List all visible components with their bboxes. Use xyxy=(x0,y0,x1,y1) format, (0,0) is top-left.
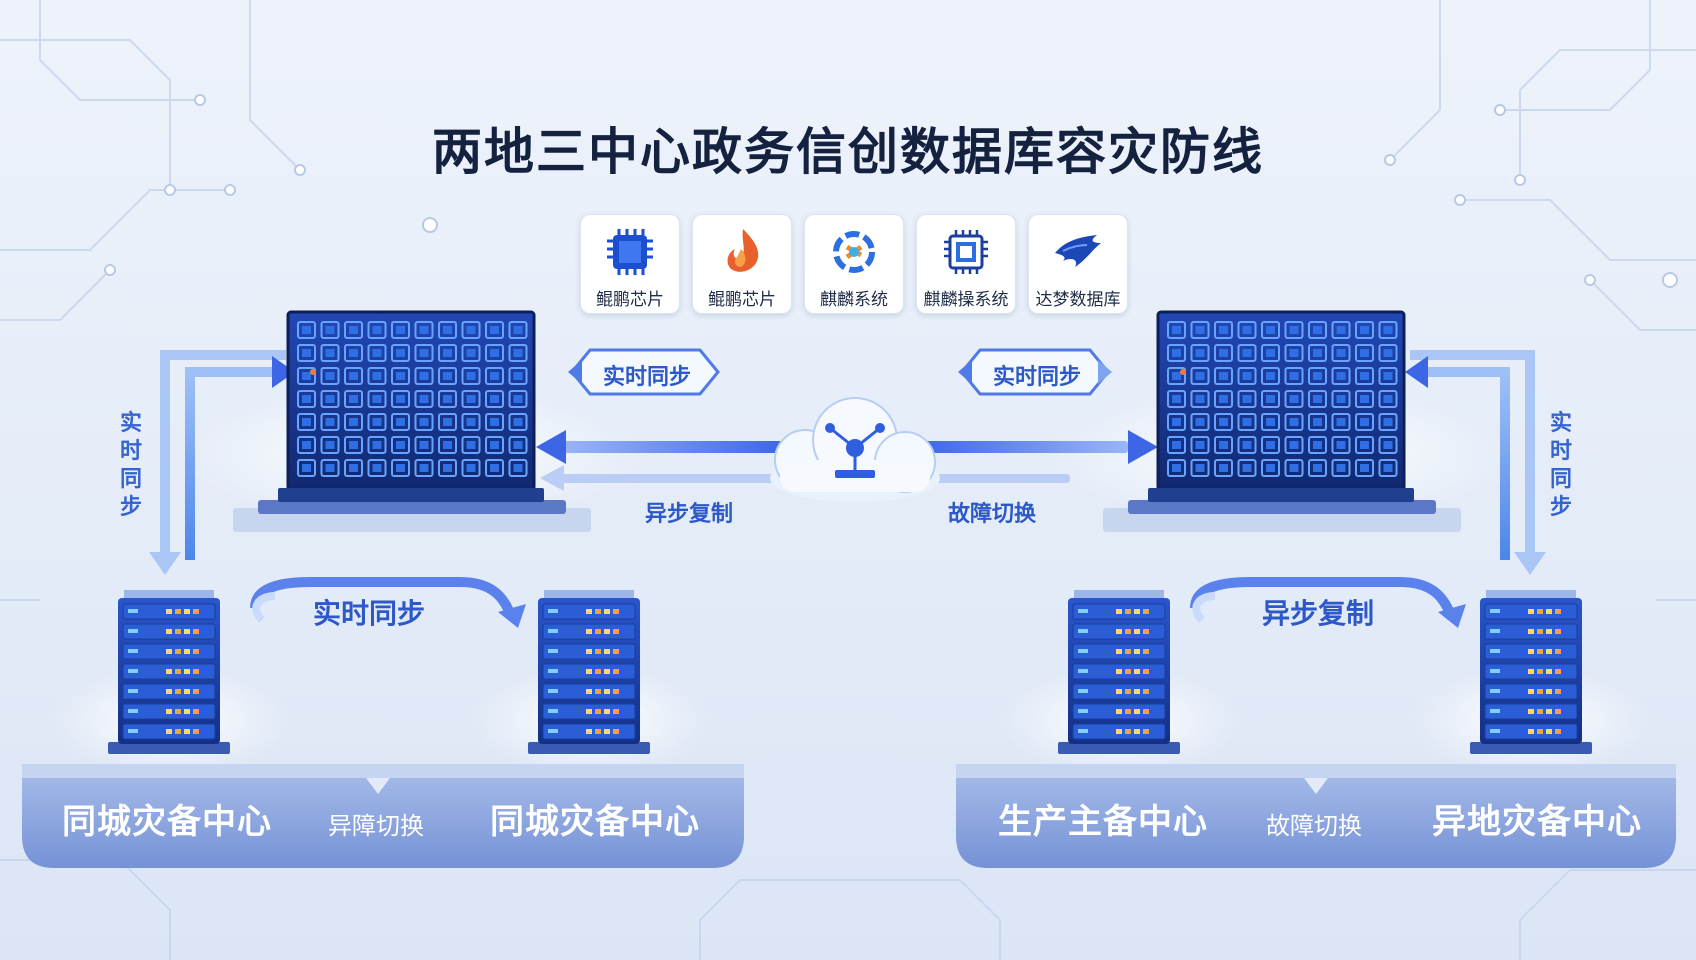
async-copy-label: 异步复制 xyxy=(645,502,734,527)
tech-card-kylin-os: 麒麟操系统 xyxy=(916,214,1016,314)
tech-card-label: 鲲鹏芯片 xyxy=(596,290,664,310)
bottom-left-sync-arrow xyxy=(250,577,526,628)
bottom-right-async-label: 异步复制 xyxy=(1262,597,1375,630)
right-vertical-arrows xyxy=(1405,350,1546,575)
site-mid-label-left: 异障切换 xyxy=(328,812,424,840)
cloud-hub-icon xyxy=(770,397,940,502)
failover-arrow xyxy=(540,465,1070,491)
main-server-right xyxy=(1103,310,1461,532)
main-server-left xyxy=(233,310,591,532)
tech-card-kunpeng-chip-2: 鲲鹏芯片 xyxy=(692,214,792,314)
tech-card-kunpeng-chip: 鲲鹏芯片 xyxy=(580,214,680,314)
flame-icon xyxy=(727,229,759,272)
tech-card-dameng-db: 达梦数据库 xyxy=(1028,214,1128,314)
chip-icon xyxy=(607,229,653,275)
rack-remote xyxy=(1470,590,1592,754)
right-vertical-sync-label: 实时同步 xyxy=(1549,411,1572,520)
tech-card-label: 达梦数据库 xyxy=(1035,290,1121,310)
left-vertical-arrows xyxy=(149,350,295,575)
rack-same-city-b xyxy=(528,590,650,754)
rack-same-city-a xyxy=(108,590,230,754)
tech-card-label: 鲲鹏芯片 xyxy=(708,290,776,310)
site-label-production: 生产主备中心 xyxy=(998,802,1208,842)
rack-production xyxy=(1058,590,1180,754)
right-platform xyxy=(956,764,1676,868)
circuit-nodes xyxy=(104,94,1678,288)
site-mid-label-right: 故障切换 xyxy=(1266,812,1362,840)
os-chip-icon xyxy=(944,230,988,274)
left-vertical-sync-label: 实时同步 xyxy=(119,411,142,520)
realtime-sync-right-label: 实时同步 xyxy=(993,365,1082,390)
site-label-same-city-b: 同城灾备中心 xyxy=(490,802,700,842)
bottom-right-async-arrow xyxy=(1190,577,1466,628)
left-platform xyxy=(22,764,744,868)
site-label-remote: 异地灾备中心 xyxy=(1432,802,1642,842)
bird-icon xyxy=(1055,235,1101,267)
tech-card-label: 麒麟操系统 xyxy=(923,290,1009,310)
site-label-same-city-a: 同城灾备中心 xyxy=(62,802,272,842)
tech-card-kylin-system: 麒麟系统 xyxy=(804,214,904,314)
kirin-icon xyxy=(833,231,875,273)
tech-card-label: 麒麟系统 xyxy=(820,290,888,310)
realtime-sync-left-arrow xyxy=(568,348,720,396)
page-title: 两地三中心政务信创数据库容灾防线 xyxy=(432,123,1264,181)
async-copy-arrow xyxy=(536,430,1158,464)
realtime-sync-right-arrow xyxy=(958,348,1112,396)
realtime-sync-left-label: 实时同步 xyxy=(603,365,692,390)
failover-label: 故障切换 xyxy=(948,502,1037,527)
bottom-left-sync-label: 实时同步 xyxy=(313,597,426,630)
